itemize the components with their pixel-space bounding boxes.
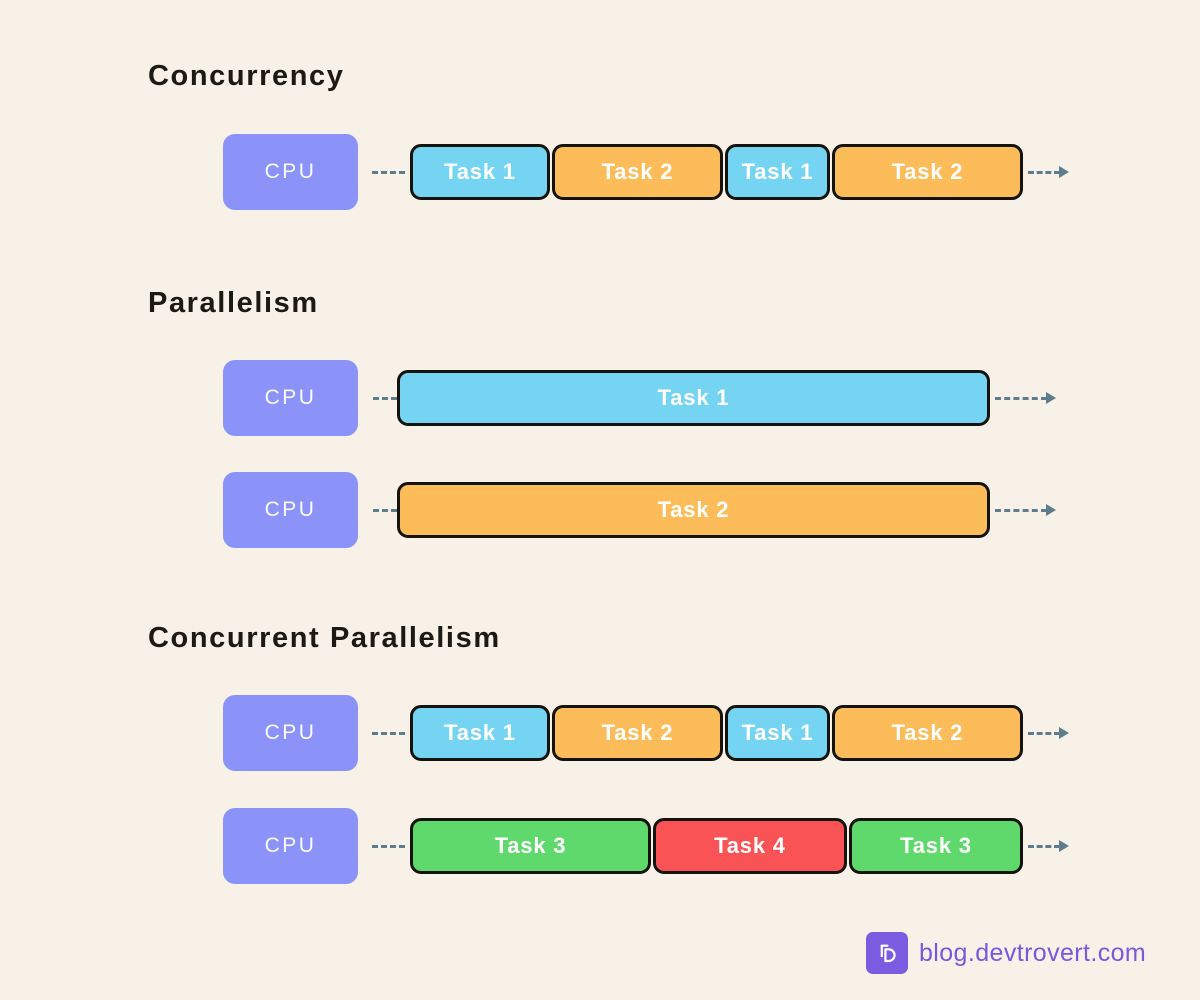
devtrovert-logo-icon [866, 932, 908, 974]
task-block: Task 1 [410, 144, 550, 200]
task-block: Task 3 [410, 818, 651, 874]
flow-arrow-icon [995, 503, 1056, 516]
dashed-connector [372, 170, 405, 174]
task-bar: Task 2 [397, 482, 990, 538]
dashed-connector [372, 731, 405, 735]
dashed-connector [373, 396, 397, 400]
task-block: Task 2 [552, 705, 723, 761]
dashed-connector [372, 844, 405, 848]
cpu-box: CPU [223, 472, 358, 548]
task-bar: Task 1 Task 2 Task 1 Task 2 [410, 144, 1023, 200]
task-bar: Task 1 Task 2 Task 1 Task 2 [410, 705, 1023, 761]
cpu-box: CPU [223, 360, 358, 436]
brand-url: blog.devtrovert.com [919, 938, 1147, 967]
task-block: Task 1 [397, 370, 990, 426]
task-bar: Task 3 Task 4 Task 3 [410, 818, 1023, 874]
task-block: Task 2 [832, 144, 1023, 200]
task-block: Task 1 [410, 705, 550, 761]
task-block: Task 2 [832, 705, 1023, 761]
dashed-connector [373, 508, 397, 512]
cpu-box: CPU [223, 808, 358, 884]
task-block: Task 3 [849, 818, 1023, 874]
cpu-box: CPU [223, 134, 358, 210]
section-title-parallelism: Parallelism [148, 287, 319, 319]
flow-arrow-icon [1028, 839, 1069, 852]
flow-arrow-icon [1028, 165, 1069, 178]
task-block: Task 1 [725, 144, 830, 200]
section-title-concurrent-parallelism: Concurrent Parallelism [148, 622, 501, 654]
task-block: Task 4 [653, 818, 847, 874]
flow-arrow-icon [1028, 726, 1069, 739]
cpu-timeline-row: CPU Task 3 Task 4 Task 3 [223, 808, 1072, 884]
brand-footer: blog.devtrovert.com [866, 932, 1146, 974]
cpu-timeline-row: CPU Task 2 [223, 472, 1059, 548]
task-block: Task 2 [552, 144, 723, 200]
cpu-box: CPU [223, 695, 358, 771]
cpu-timeline-row: CPU Task 1 Task 2 Task 1 Task 2 [223, 695, 1072, 771]
cpu-timeline-row: CPU Task 1 [223, 360, 1059, 436]
cpu-timeline-row: CPU Task 1 Task 2 Task 1 Task 2 [223, 134, 1072, 210]
task-block: Task 1 [725, 705, 830, 761]
section-title-concurrency: Concurrency [148, 60, 345, 92]
flow-arrow-icon [995, 391, 1056, 404]
task-bar: Task 1 [397, 370, 990, 426]
task-block: Task 2 [397, 482, 990, 538]
